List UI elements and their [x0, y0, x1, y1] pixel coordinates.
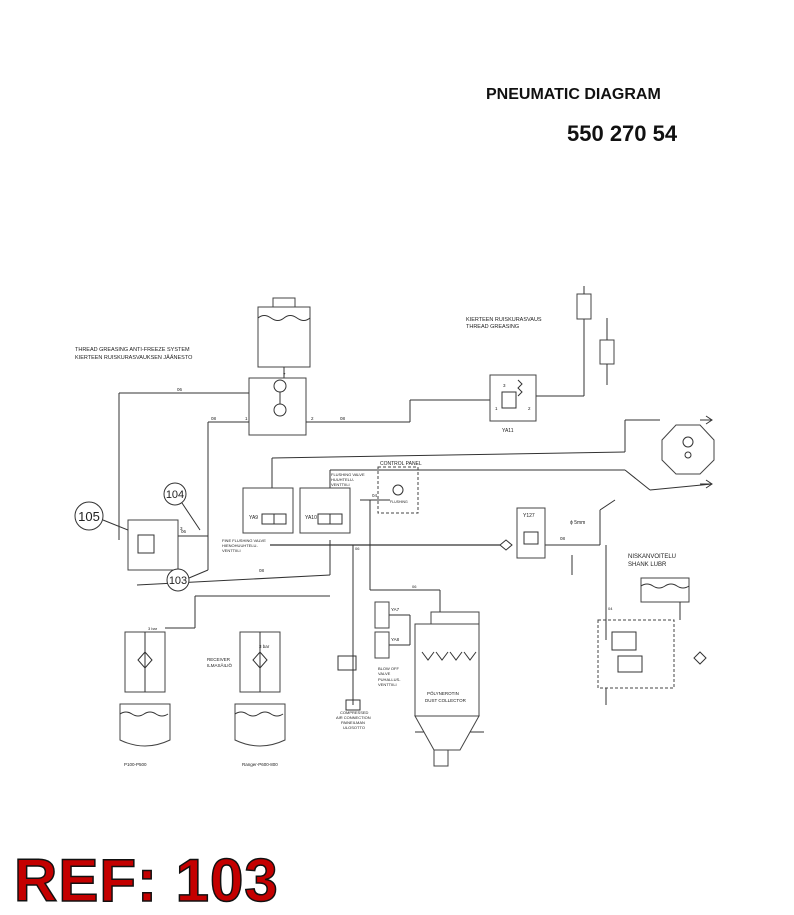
grease-gun	[576, 286, 615, 385]
line-code: 04	[372, 493, 378, 498]
label-flushing: FLUSHING	[390, 500, 408, 504]
label-antifreeze-fi: KIERTEEN RUISKURASVAUKSEN JÄÄNESTO	[75, 354, 193, 361]
antifreeze-reservoir	[257, 297, 311, 378]
label-blow-off-4: VENTTIILI	[378, 682, 397, 687]
label-3bar-left: 3 bar	[148, 626, 158, 631]
port-number: 7	[283, 372, 286, 377]
label-shank-lubr-fi: NISKANVOITELU	[628, 554, 676, 560]
callout-104-circle	[163, 482, 187, 506]
label-flushing-valve-2: HUUHTELU-	[331, 477, 355, 482]
part-number: 550 270 54	[567, 121, 678, 146]
label-flushing-valve-3: VENTTIILI	[331, 482, 350, 487]
antifreeze-valve	[127, 519, 208, 571]
callout-105-circle	[74, 501, 104, 531]
port-number: 1	[245, 416, 248, 421]
label-diameter: ϕ 5mm	[570, 520, 585, 526]
shank-lubr-unit	[597, 577, 707, 705]
port-number: 2	[311, 416, 314, 421]
label-blow-off-2: VALVE	[378, 671, 391, 676]
label-antifreeze-en: THREAD GREASING ANTI-FREEZE SYSTEM	[75, 347, 190, 353]
port-number: 1	[495, 406, 498, 411]
reference-label: REF: 103	[13, 846, 279, 915]
diagram-title: PNEUMATIC DIAGRAM	[486, 86, 661, 103]
line-code: 06	[412, 584, 417, 589]
callout-105: 105	[78, 509, 100, 524]
callout-104: 104	[166, 489, 184, 501]
label-valve-y127: Y127	[523, 513, 535, 519]
label-flushing-valve-1: FLUSHING VALVE	[331, 472, 365, 477]
label-fine-flushing-1: FINE FLUSHING VALVE	[222, 538, 266, 543]
label-tank-right: Ranger-P600-800	[242, 762, 278, 767]
port-number: 3	[503, 383, 506, 388]
line-code: 06	[177, 387, 183, 392]
control-panel	[377, 466, 419, 514]
label-compressed-3: PAINEILMAN	[341, 720, 365, 725]
label-fine-flushing-2: HIENOHUUHTELU-	[222, 543, 258, 548]
label-valve-ya7: YA7	[391, 607, 400, 612]
valve-y127	[499, 507, 546, 559]
label-blow-off-3: PUHALLUS-	[378, 677, 401, 682]
label-control-panel: CONTROL PANEL	[380, 461, 422, 467]
callout-103: 103	[169, 575, 187, 587]
line-code: 08	[560, 536, 566, 541]
line-code: 06	[181, 529, 187, 534]
label-3bar-right: 3 bar	[259, 644, 270, 649]
label-compressed-4: ULOSOTTO	[343, 725, 365, 730]
valve-ya11	[489, 374, 537, 422]
port-number: 3	[180, 526, 183, 531]
line-code: 08	[340, 416, 346, 421]
label-tank-left: P100-P500	[124, 762, 147, 767]
label-fine-flushing-3: VENTTIILI	[222, 548, 241, 553]
label-thread-greasing-fi: KIERTEEN RUISKURASVAUS	[466, 317, 542, 323]
label-blow-off-1: BLOW OFF	[378, 666, 399, 671]
line-code: 06	[355, 546, 360, 551]
rotation-motor	[661, 415, 715, 489]
valve-ya10	[299, 487, 351, 534]
valve-ya9	[242, 487, 294, 534]
line-code: 08	[259, 568, 265, 573]
line-code: 08	[211, 416, 217, 421]
label-compressed-1: COMPRESSED	[340, 710, 369, 715]
label-valve-ya10: YA10	[305, 515, 317, 521]
label-receiver-1: RECEIVER	[207, 657, 231, 662]
callout-103-circle	[166, 568, 190, 592]
label-compressed-2: AIR CONNECTION	[336, 715, 371, 720]
label-valve-ya8: YA8	[391, 637, 400, 642]
port-number: 2	[528, 406, 531, 411]
label-thread-greasing-en: THREAD GREASING	[466, 324, 519, 330]
label-valve-ya11: YA11	[502, 428, 514, 434]
line-code: 04	[608, 606, 613, 611]
label-receiver-2: ILMASÄILIÖ	[207, 662, 233, 668]
antifreeze-pump-valve	[248, 377, 307, 436]
label-shank-lubr-en: SHANK LUBR	[628, 562, 667, 568]
receiver-tank-left	[119, 631, 171, 747]
blow-off-valves	[337, 601, 411, 711]
label-valve-ya9: YA9	[249, 515, 258, 521]
receiver-tank-right	[234, 631, 286, 747]
label-dust-collector-en: DUST COLLECTOR	[425, 698, 467, 703]
dust-collector	[414, 611, 480, 767]
label-dust-collector-fi: PÖLYNEROTIN	[427, 690, 459, 696]
